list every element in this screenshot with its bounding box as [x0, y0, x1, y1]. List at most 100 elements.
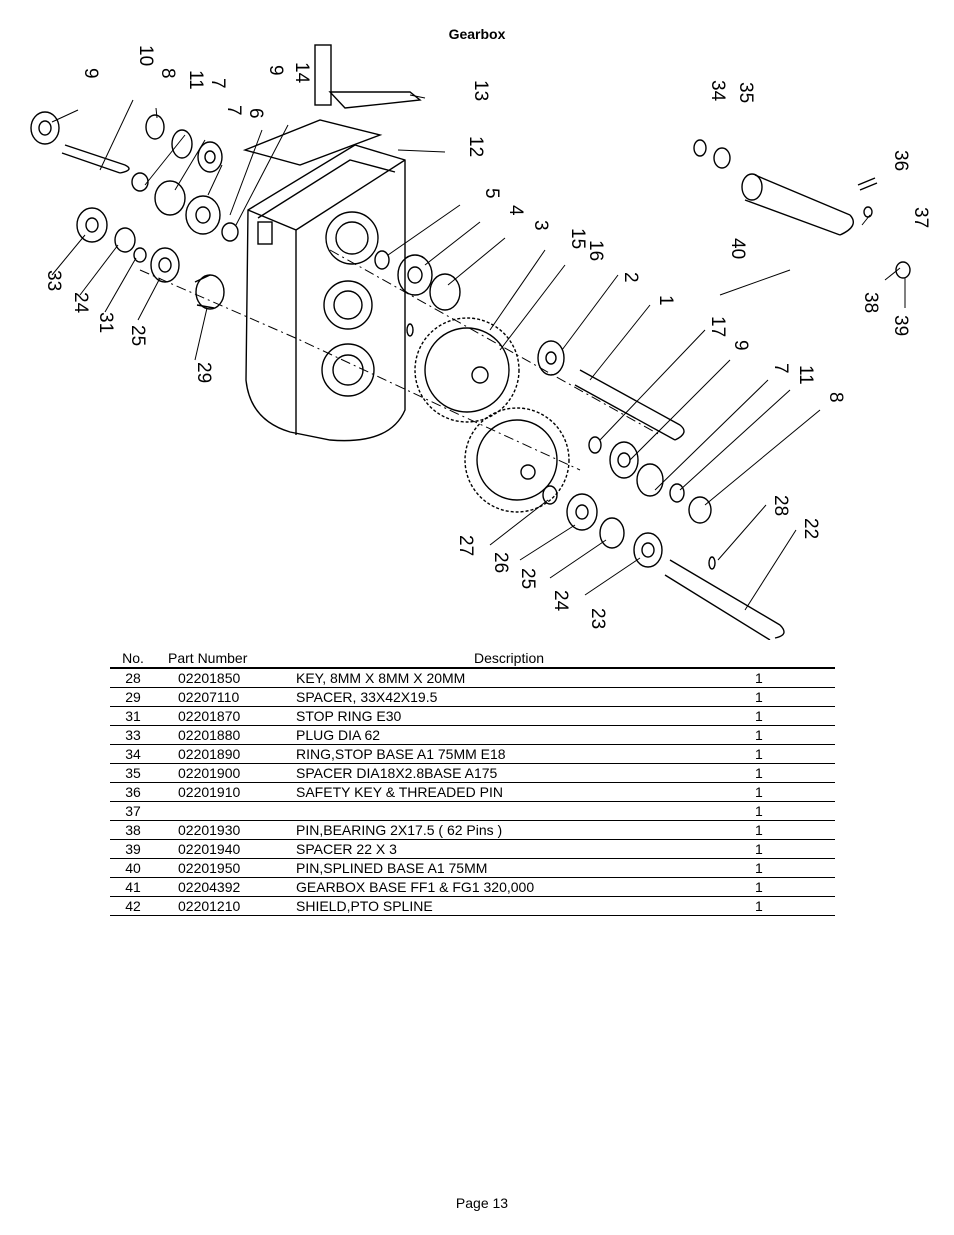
- cell-no: 36: [110, 782, 156, 802]
- callout: 14: [291, 62, 312, 84]
- callout: 9: [265, 65, 286, 76]
- cell-part-number: 02201930: [156, 820, 293, 840]
- cell-no: 37: [110, 801, 156, 821]
- callout: 4: [505, 205, 526, 216]
- column-header-description: Description: [293, 648, 835, 669]
- cell-part-number: 02201900: [156, 763, 293, 783]
- cell-description: SPACER DIA18X2.8BASE A175: [293, 763, 755, 783]
- cell-description: PIN,BEARING 2X17.5 ( 62 Pins ): [293, 820, 755, 840]
- table-row: 41 02204392 GEARBOX BASE FF1 & FG1 320,0…: [110, 877, 835, 897]
- plate-13: [328, 91, 422, 109]
- cell-part-number: [156, 801, 293, 821]
- cell-qty: 1: [755, 820, 835, 840]
- gear-15: [414, 317, 520, 423]
- callout: 25: [127, 325, 148, 346]
- callout: 26: [490, 552, 511, 573]
- table-row: 29 02207110 SPACER, 33X42X19.5 1: [110, 687, 835, 707]
- callout: 8: [157, 68, 178, 79]
- callout: 5: [481, 188, 502, 199]
- gearbox-exploded-diagram: 9 10 8 11 7 7 6 9 14 13 12 5 4 3 15 16 3…: [30, 44, 931, 640]
- callout: 28: [770, 495, 791, 516]
- callout: 40: [727, 238, 748, 259]
- cell-description: GEARBOX BASE FF1 & FG1 320,000: [293, 877, 755, 897]
- cell-qty: 1: [755, 896, 835, 916]
- cell-description: PIN,SPLINED BASE A1 75MM: [293, 858, 755, 878]
- page-number: Page 13: [455, 1195, 509, 1211]
- callout: 22: [800, 518, 821, 539]
- table-row: 35 02201900 SPACER DIA18X2.8BASE A175 1: [110, 763, 835, 783]
- shaft-1: [574, 369, 685, 441]
- cell-qty: 1: [755, 725, 835, 745]
- cell-no: 35: [110, 763, 156, 783]
- cell-part-number: 02201940: [156, 839, 293, 859]
- callout: 29: [193, 362, 214, 383]
- table-header-row: No. Part Number Description: [110, 648, 835, 669]
- table-row: 39 02201940 SPACER 22 X 3 1: [110, 839, 835, 859]
- gearbox-housing: [245, 144, 406, 442]
- cell-part-number: 02201850: [156, 668, 293, 688]
- column-header-part-number: Part Number: [156, 648, 293, 669]
- callout: 11: [185, 70, 206, 90]
- cell-qty: 1: [755, 687, 835, 707]
- cell-description: [293, 801, 755, 821]
- cell-description: SPACER 22 X 3: [293, 839, 755, 859]
- table-row: 36 02201910 SAFETY KEY & THREADED PIN 1: [110, 782, 835, 802]
- callout: 1: [655, 295, 676, 306]
- table-row: 33 02201880 PLUG DIA 62 1: [110, 725, 835, 745]
- cell-qty: 1: [755, 668, 835, 688]
- callout: 36: [890, 150, 911, 171]
- cell-description: SAFETY KEY & THREADED PIN: [293, 782, 755, 802]
- column-header-no: No.: [110, 648, 156, 669]
- callout: 7: [207, 78, 228, 89]
- shaft-10: [61, 144, 130, 174]
- plate-12: [242, 119, 383, 166]
- callout: 12: [465, 136, 486, 157]
- cell-no: 42: [110, 896, 156, 916]
- cell-qty: 1: [755, 706, 835, 726]
- callout: 7: [770, 363, 791, 374]
- table-row: 38 02201930 PIN,BEARING 2X17.5 ( 62 Pins…: [110, 820, 835, 840]
- cell-no: 29: [110, 687, 156, 707]
- callout: 15: [567, 228, 588, 249]
- callout: 9: [730, 340, 751, 351]
- cell-qty: 1: [755, 858, 835, 878]
- cell-qty: 1: [755, 782, 835, 802]
- cell-qty: 1: [755, 801, 835, 821]
- callout: 24: [70, 292, 91, 314]
- callout: 37: [910, 207, 931, 228]
- cell-no: 34: [110, 744, 156, 764]
- table-row: 34 02201890 RING,STOP BASE A1 75MM E18 1: [110, 744, 835, 764]
- shaft-22: [664, 559, 785, 640]
- callout: 10: [135, 45, 156, 66]
- callout: 9: [80, 68, 101, 79]
- cell-no: 31: [110, 706, 156, 726]
- gear-27: [464, 407, 570, 513]
- cell-no: 38: [110, 820, 156, 840]
- callout: 6: [245, 108, 266, 119]
- callout: 25: [517, 568, 538, 589]
- callout: 33: [43, 270, 64, 291]
- table-row: 31 02201870 STOP RING E30 1: [110, 706, 835, 726]
- cell-qty: 1: [755, 763, 835, 783]
- cell-no: 33: [110, 725, 156, 745]
- callout: 24: [550, 590, 571, 612]
- callout: 16: [585, 240, 606, 261]
- cell-description: SPACER, 33X42X19.5: [293, 687, 755, 707]
- callout: 38: [860, 292, 881, 313]
- cell-no: 41: [110, 877, 156, 897]
- cell-part-number: 02201950: [156, 858, 293, 878]
- cell-no: 39: [110, 839, 156, 859]
- cell-no: 40: [110, 858, 156, 878]
- callout: 7: [223, 105, 244, 116]
- table-row: 28 02201850 KEY, 8MM X 8MM X 20MM 1: [110, 668, 835, 688]
- table-row: 37 1: [110, 801, 835, 821]
- cell-description: RING,STOP BASE A1 75MM E18: [293, 744, 755, 764]
- cell-qty: 1: [755, 744, 835, 764]
- cell-no: 28: [110, 668, 156, 688]
- mount-tab: [314, 44, 332, 106]
- pin-40: [744, 174, 854, 236]
- callout: 34: [707, 80, 728, 102]
- cell-part-number: 02201210: [156, 896, 293, 916]
- callout: 39: [890, 315, 911, 336]
- cell-part-number: 02201870: [156, 706, 293, 726]
